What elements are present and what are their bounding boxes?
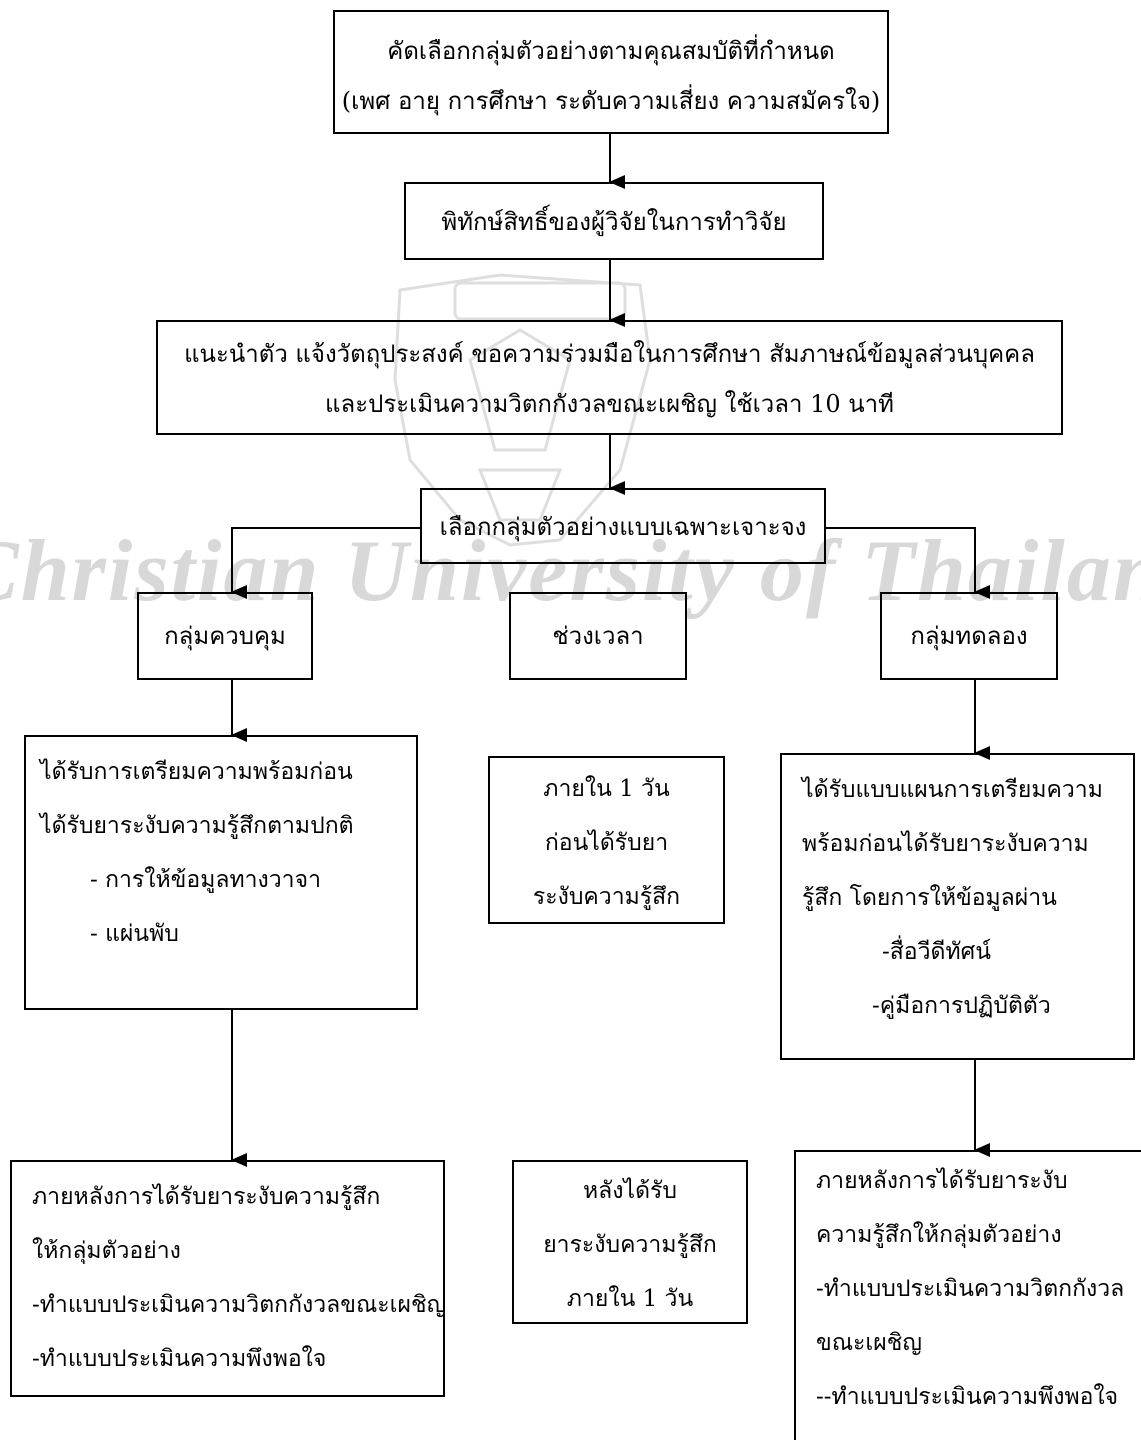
control-after-box: ภายหลังการได้รับยาระงับความรู้สึก ให้กลุ… xyxy=(10,1160,447,1397)
step-select-line-1: คัดเลือกกลุ่มตัวอย่างตามคุณสมบัติที่กำหน… xyxy=(387,37,835,65)
experimental-before-box: ได้รับแบบแผนการเตรียมความ พร้อมก่อนได้รั… xyxy=(780,753,1135,1060)
control-after-line-2: ให้กลุ่มตัวอย่าง xyxy=(32,1238,181,1264)
experimental-after-line-1: ภายหลังการได้รับยาระงับ xyxy=(816,1168,1068,1194)
period-after-box: หลังได้รับ ยาระงับความรู้สึก ภายใน 1 วัน xyxy=(512,1160,748,1324)
period-before-line-1: ภายใน 1 วัน xyxy=(543,776,670,802)
control-after-line-4: -ทำแบบประเมินความพึงพอใจ xyxy=(32,1346,327,1372)
experimental-after-box: ภายหลังการได้รับยาระงับ ความรู้สึกให้กลุ… xyxy=(794,1150,1141,1440)
step-select-sample: คัดเลือกกลุ่มตัวอย่างตามคุณสมบัติที่กำหน… xyxy=(333,10,889,134)
control-before-line-2: ได้รับยาระงับความรู้สึกตามปกติ xyxy=(40,813,354,839)
experimental-after-line-3: -ทำแบบประเมินความวิตกกังวล xyxy=(816,1276,1125,1302)
step-introduction: แนะนำตัว แจ้งวัตถุประสงค์ ขอความร่วมมือใ… xyxy=(156,320,1063,435)
period-before-line-2: ก่อนได้รับยา xyxy=(544,830,669,856)
step-rights-text: พิทักษ์สิทธิ์ของผู้วิจัยในการทำวิจัย xyxy=(441,208,787,236)
step-intro-line-2: และประเมินความวิตกกังวลขณะเผชิญ ใช้เวลา … xyxy=(325,390,894,418)
control-before-line-3: - การให้ข้อมูลทางวาจา xyxy=(90,867,321,893)
control-after-line-1: ภายหลังการได้รับยาระงับความรู้สึก xyxy=(32,1184,381,1210)
step-protect-rights: พิทักษ์สิทธิ์ของผู้วิจัยในการทำวิจัย xyxy=(404,182,824,260)
control-after-line-3: -ทำแบบประเมินความวิตกกังวลขณะเผชิญ xyxy=(32,1292,447,1318)
period-after-line-3: ภายใน 1 วัน xyxy=(566,1286,694,1312)
period-after-line-1: หลังได้รับ xyxy=(583,1178,677,1204)
period-before-line-3: ระงับความรู้สึก xyxy=(532,884,681,910)
step-select-line-2: (เพศ อายุ การศึกษา ระดับความเสี่ยง ความส… xyxy=(341,87,881,115)
step-intro-line-1: แนะนำตัว แจ้งวัตถุประสงค์ ขอความร่วมมือใ… xyxy=(184,340,1035,368)
group-experimental-label: กลุ่มทดลอง xyxy=(910,622,1028,650)
watermark-text: Christian University of Thailand xyxy=(0,523,1141,620)
group-control-label: กลุ่มควบคุม xyxy=(164,622,286,650)
experimental-before-line-2: พร้อมก่อนได้รับยาระงับความ xyxy=(802,831,1089,857)
experimental-before-line-4: -สื่อวีดีทัศน์ xyxy=(882,939,991,965)
group-control: กลุ่มควบคุม xyxy=(137,592,313,680)
experimental-before-line-3: รู้สึก โดยการให้ข้อมูลผ่าน xyxy=(802,885,1057,911)
experimental-after-line-4: ขณะเผชิญ xyxy=(816,1330,922,1356)
group-period-label: ช่วงเวลา xyxy=(552,622,644,650)
control-before-line-1: ได้รับการเตรียมความพร้อมก่อน xyxy=(40,759,353,785)
group-period: ช่วงเวลา xyxy=(509,592,687,680)
experimental-before-line-1: ได้รับแบบแผนการเตรียมความ xyxy=(802,777,1103,803)
experimental-after-line-2: ความรู้สึกให้กลุ่มตัวอย่าง xyxy=(816,1222,1062,1248)
period-after-line-2: ยาระงับความรู้สึก xyxy=(543,1232,717,1258)
period-before-box: ภายใน 1 วัน ก่อนได้รับยา ระงับความรู้สึก xyxy=(488,756,725,924)
control-before-box: ได้รับการเตรียมความพร้อมก่อน ได้รับยาระง… xyxy=(24,735,418,1010)
experimental-before-line-5: -คู่มือการปฏิบัติตัว xyxy=(872,993,1051,1019)
control-before-line-4: - แผ่นพับ xyxy=(90,921,179,947)
step-purposive-sampling: เลือกกลุ่มตัวอย่างแบบเฉพาะเจาะจง xyxy=(420,488,826,564)
arrow-purposive-to-control xyxy=(231,527,420,599)
group-experimental: กลุ่มทดลอง xyxy=(880,592,1058,680)
step-purposive-text: เลือกกลุ่มตัวอย่างแบบเฉพาะเจาะจง xyxy=(439,513,807,541)
arrow-purposive-to-experimental xyxy=(826,527,990,599)
experimental-after-line-5: --ทำแบบประเมินความพึงพอใจ xyxy=(816,1384,1119,1410)
